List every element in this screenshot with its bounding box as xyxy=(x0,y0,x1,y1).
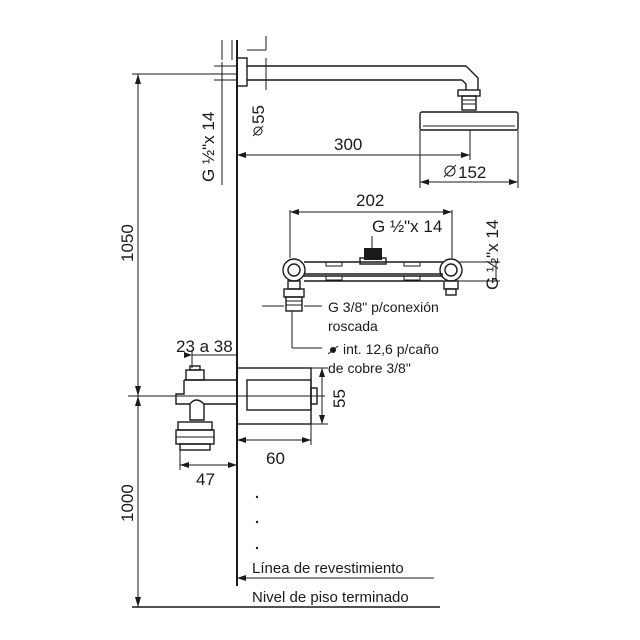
total-height-dimension: 1050 xyxy=(118,73,237,396)
wall-dots xyxy=(255,495,259,550)
plate-height-dimension: 55 xyxy=(311,367,349,425)
arm-thread-label: G ½"x 14 xyxy=(199,112,218,182)
connection-note-line1: G 3/8" p/conexión xyxy=(328,299,439,315)
wall-plate xyxy=(236,367,318,425)
mixer-height-dimension: 1000 xyxy=(118,395,325,607)
wall-marker xyxy=(221,36,267,60)
floor-label: Nivel de piso terminado xyxy=(252,589,409,606)
valve-body xyxy=(282,248,463,312)
valve-thread-side-dimension: G ½"x 14 xyxy=(458,220,502,290)
connection-notes: G 3/8" p/conexión roscada int. 12,6 p/ca… xyxy=(262,299,439,376)
cladding-line: Línea de revestimiento xyxy=(237,560,434,581)
head-diameter-dimension: 152 xyxy=(419,130,519,188)
valve-thread-inner-label: G ½"x 14 xyxy=(372,217,442,236)
spout-depth-label: 47 xyxy=(196,470,215,489)
cladding-label: Línea de revestimiento xyxy=(252,560,404,577)
valve-thread-side-label: G ½"x 14 xyxy=(483,220,502,290)
arm-length-label: 300 xyxy=(334,135,362,154)
finished-floor-line: Nivel de piso terminado xyxy=(132,589,440,608)
copper-note-line1: int. 12,6 p/caño xyxy=(343,341,439,357)
head-diameter-label: 152 xyxy=(458,163,486,182)
shower-head xyxy=(419,89,519,131)
plate-height-label: 55 xyxy=(330,389,349,408)
shower-arm xyxy=(236,57,479,90)
arm-diameter-dimension: 55 xyxy=(249,58,268,137)
total-height-label: 1050 xyxy=(118,224,137,262)
arm-diameter-label: 55 xyxy=(249,105,268,124)
copper-note-line2: de cobre 3/8" xyxy=(328,360,411,376)
plate-depth-dimension: 60 xyxy=(237,424,312,468)
spout-range-dimension: 23 a 38 xyxy=(176,337,237,368)
wall xyxy=(231,40,238,586)
valve-width-label: 202 xyxy=(356,191,384,210)
valve-width-dimension: 202 xyxy=(289,191,453,258)
spout-depth-dimension: 47 xyxy=(179,450,237,489)
mixer-height-label: 1000 xyxy=(118,484,137,522)
arm-thread-dimension: G ½"x 14 xyxy=(199,62,237,185)
spout-range-label: 23 a 38 xyxy=(176,337,233,356)
connection-note-line2: roscada xyxy=(328,318,378,334)
arm-length-dimension: 300 xyxy=(237,130,471,160)
tub-spout xyxy=(175,365,237,451)
plate-depth-label: 60 xyxy=(266,449,285,468)
